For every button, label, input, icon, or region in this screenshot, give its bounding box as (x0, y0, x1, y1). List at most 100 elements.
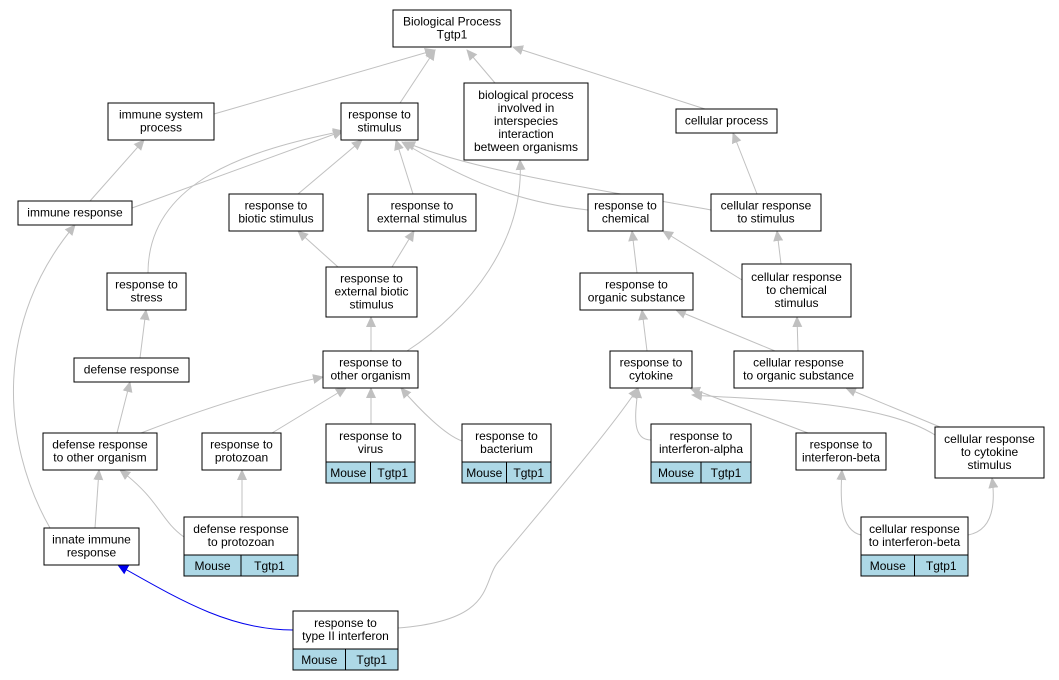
node-box (579, 272, 694, 311)
node-box (710, 193, 822, 232)
node-label-line: response (67, 546, 117, 560)
node-label-line: defense response (84, 363, 180, 377)
node-box (325, 423, 416, 463)
node-label-line: to organic substance (743, 369, 854, 383)
node-cp[interactable]: cellular process (675, 108, 778, 134)
node-label-line: between organisms (474, 140, 578, 154)
node-label-line: interferon-alpha (659, 442, 743, 456)
node-label-line: involved in (498, 101, 555, 115)
node-label-line: biotic stimulus (238, 212, 313, 226)
node-label-line: to other organism (53, 451, 146, 465)
edge-crib-to-rib (836, 469, 862, 536)
node-label-line: to cytokine (961, 445, 1019, 459)
node-label-line: stress (130, 291, 162, 305)
node-label-line: response to (391, 199, 454, 213)
node-dr[interactable]: defense response (73, 357, 190, 383)
edge-rib-to-rcy (689, 386, 809, 434)
node-label-line: external stimulus (377, 212, 467, 226)
node-box (795, 432, 887, 471)
node-box (42, 432, 158, 471)
edge-ria-to-rcy (632, 387, 652, 441)
annotation-species: Mouse (194, 559, 230, 573)
node-label-line: interaction (498, 127, 553, 141)
node-label-line: type II interferon (302, 629, 389, 643)
annotation-cell (370, 461, 416, 484)
node-label-line: response to (810, 438, 873, 452)
node-box (461, 423, 552, 463)
node-box (201, 432, 282, 471)
annotation-cell (914, 554, 969, 577)
node-label-line: organic substance (588, 291, 686, 305)
node-label-line: biological process (478, 88, 573, 102)
node-label-line: process (140, 121, 182, 135)
node-label-line: innate immune (52, 533, 131, 547)
node-label-line: cellular response (869, 522, 960, 536)
edge-rbs-to-rs (297, 139, 363, 195)
edge-crcys-to-cros (845, 387, 941, 428)
node-box (733, 350, 864, 389)
edge-crcs-to-crs (773, 230, 784, 265)
node-label-line: to interferon-beta (869, 535, 961, 549)
edges-layer (12, 45, 999, 631)
node-box (43, 527, 140, 566)
node-label-line: protozoan (215, 451, 268, 465)
edge-ir-to-rs (131, 129, 344, 209)
node-label-line: response to (605, 278, 668, 292)
node-label-line: cellular response (753, 356, 844, 370)
node-label-line: cytokine (629, 369, 673, 383)
edge-droo-to-roo (140, 374, 324, 434)
annotation-cell (506, 461, 552, 484)
node-label-line: Tgtp1 (437, 28, 468, 42)
node-label-line: external biotic (334, 285, 408, 299)
node-label-line: response to (210, 438, 273, 452)
node-label-line: other organism (330, 369, 410, 383)
node-label-line: cellular response (944, 432, 1035, 446)
node-label-line: response to (115, 278, 178, 292)
edge-dr-to-rst (139, 309, 150, 359)
node-box (463, 82, 589, 161)
edge-crcys-to-rcy (691, 390, 936, 436)
node-label-line: response to (314, 616, 377, 630)
edge-bpii-to-bp (466, 49, 496, 84)
node-box (367, 193, 477, 232)
node-label-line: stimulus (774, 296, 818, 310)
annotation-cell (700, 461, 752, 484)
edge-rebs-to-rbs (297, 230, 339, 268)
annotation-gene: Tgtp1 (711, 466, 742, 480)
edge-rtii-to-rcy (397, 387, 639, 629)
node-label-line: immune response (27, 206, 123, 220)
node-ir[interactable]: immune response (17, 200, 133, 226)
node-label-line: response to (339, 429, 402, 443)
edge-rst-to-rs (147, 128, 344, 274)
node-box (609, 350, 693, 389)
edge-droo-to-dr (116, 381, 133, 434)
node-label-line: to stimulus (737, 212, 794, 226)
edge-rc-to-rs (401, 141, 589, 211)
